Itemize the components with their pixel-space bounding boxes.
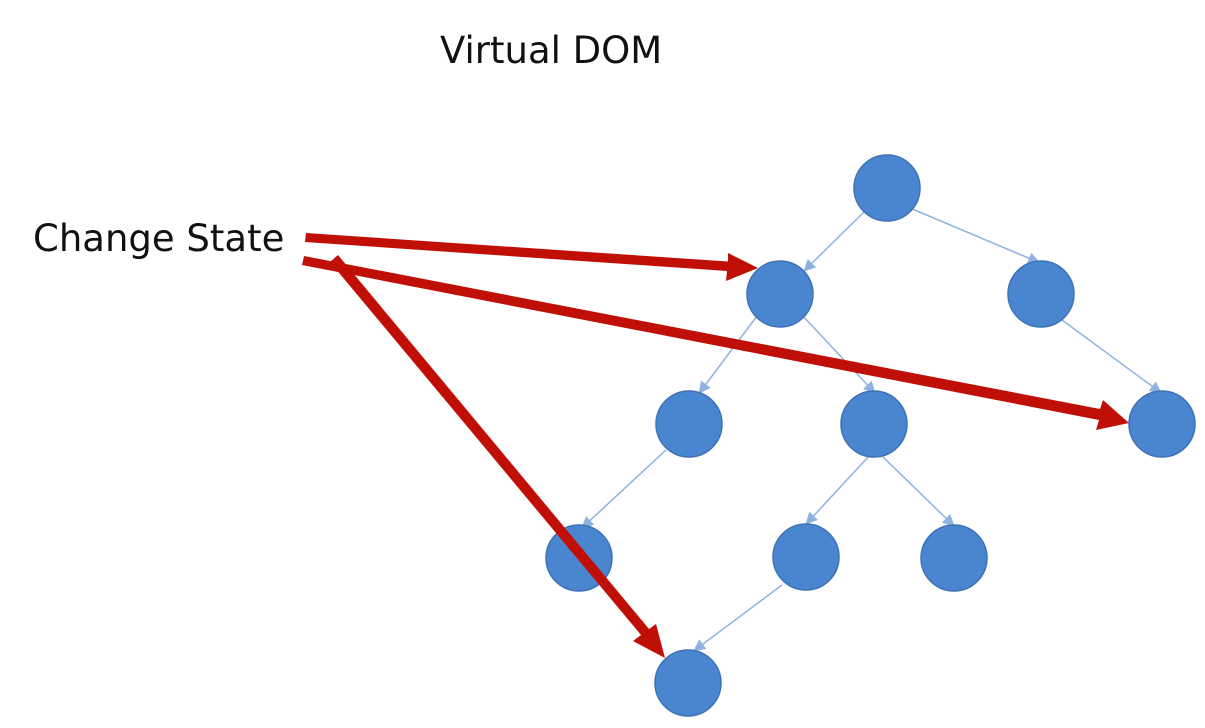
tree-node-left-right-left xyxy=(772,523,840,591)
tree-node-right xyxy=(1007,260,1075,328)
arrow-to-left-node xyxy=(305,233,758,281)
tree-node-left-left xyxy=(655,390,723,458)
edge-leftright-leftrightleft xyxy=(805,454,871,525)
page-title: Virtual DOM xyxy=(440,29,663,72)
edge-root-left xyxy=(803,211,865,272)
edge-left-leftleft xyxy=(698,315,758,394)
edge-leftright-leftrightright xyxy=(882,456,955,527)
tree-node-root xyxy=(853,154,921,222)
tree-edges xyxy=(581,207,1162,652)
tree-node-bottom xyxy=(654,649,722,717)
arrow-to-bottom-node xyxy=(330,255,665,658)
arrow-to-right-child-node xyxy=(302,256,1129,430)
tree-node-left-right-right xyxy=(920,524,988,592)
change-state-label: Change State xyxy=(33,217,285,260)
edge-right-rightchild xyxy=(1061,319,1162,394)
change-arrows xyxy=(302,233,1129,658)
tree-nodes xyxy=(545,154,1196,717)
edge-left-leftright xyxy=(800,313,876,394)
edge-leftleft-leftleftchild xyxy=(581,449,667,529)
tree-node-left-right xyxy=(840,390,908,458)
tree-node-right-child xyxy=(1128,390,1196,458)
edge-leftrightleft-bottom xyxy=(693,584,783,652)
edge-root-right xyxy=(909,207,1041,264)
tree-node-left xyxy=(746,260,814,328)
